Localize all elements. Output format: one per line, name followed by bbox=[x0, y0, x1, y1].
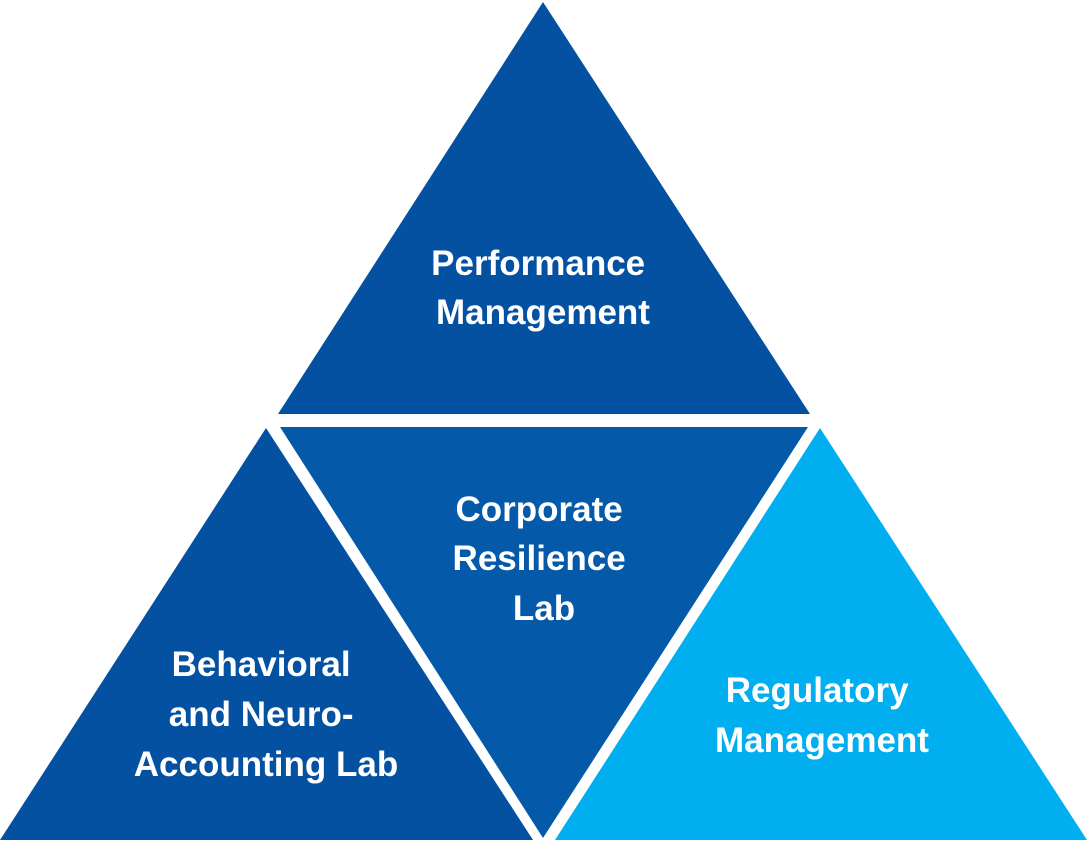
segment-left-label-line: Behavioral bbox=[172, 645, 351, 684]
segment-top-label-line: Management bbox=[436, 293, 650, 332]
segment-center-label-line: Resilience bbox=[453, 539, 626, 578]
segment-left-label-line: and Neuro- bbox=[169, 695, 354, 734]
segment-right-triangle bbox=[555, 428, 1087, 840]
segment-right-label-line: Regulatory bbox=[726, 671, 909, 710]
segment-left-label-line: Accounting Lab bbox=[134, 745, 398, 784]
segment-center-triangle bbox=[280, 427, 808, 838]
segment-center-label: Corporate Resilience Lab bbox=[453, 490, 636, 628]
segment-left-triangle bbox=[0, 428, 533, 840]
segment-right-label: Regulatory Management bbox=[715, 671, 929, 760]
segment-top-label-line: Performance bbox=[431, 244, 645, 283]
segment-top-triangle bbox=[278, 2, 810, 414]
segment-top-label: Performance Management bbox=[431, 244, 655, 332]
segment-center-label-line: Corporate bbox=[456, 490, 623, 529]
segment-left-label: Behavioral and Neuro- Accounting Lab bbox=[134, 645, 398, 784]
segment-right-label-line: Management bbox=[715, 721, 929, 760]
segment-center-label-line: Lab bbox=[513, 589, 575, 628]
